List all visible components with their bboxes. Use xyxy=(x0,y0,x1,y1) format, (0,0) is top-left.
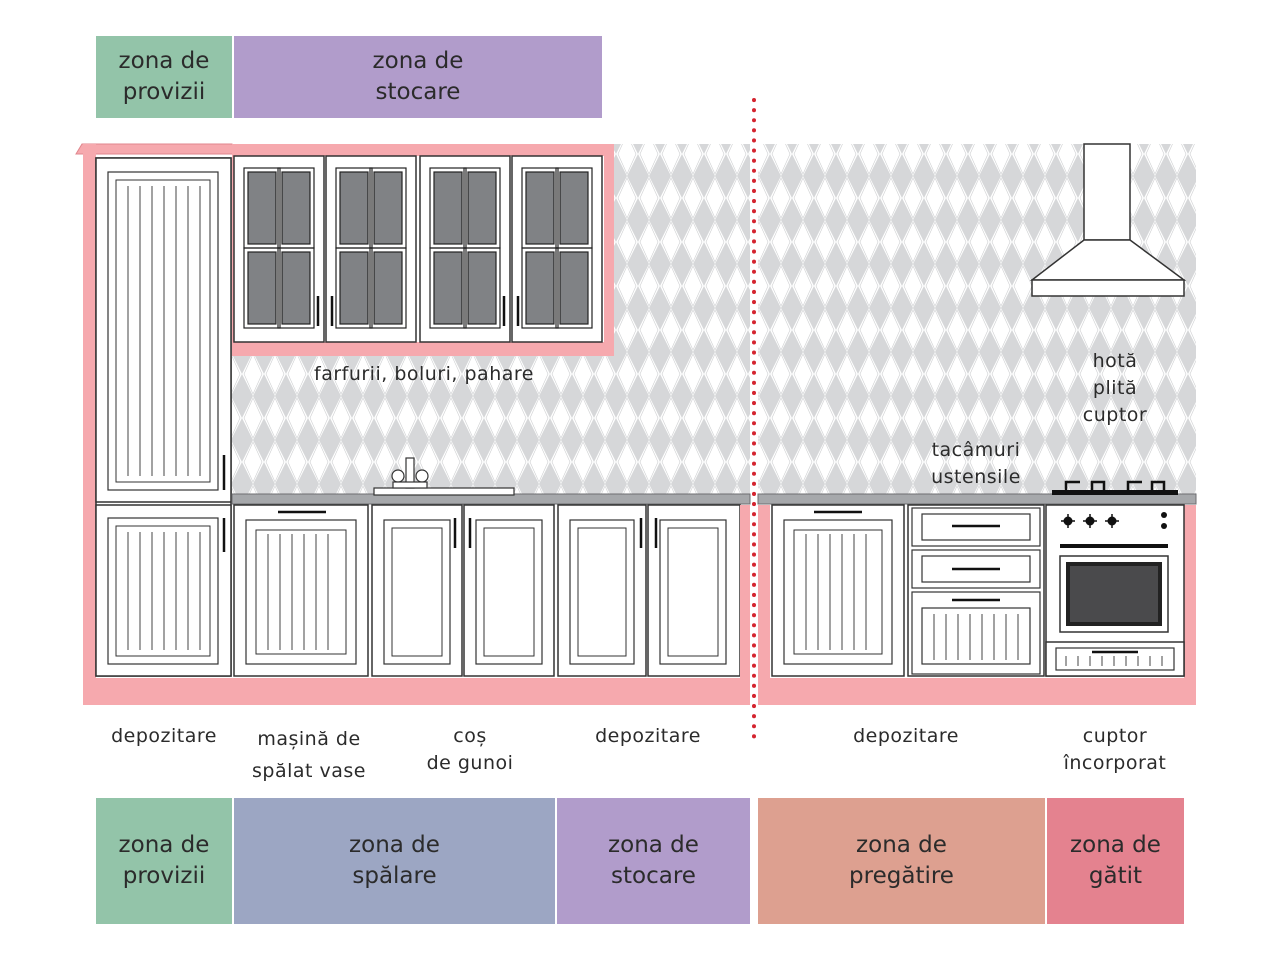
label-base-storage-3: depozitare xyxy=(853,725,959,747)
top-zone-stocare: zona de stocare xyxy=(234,36,602,118)
bottom-zone-pregatire: zona de pregătire xyxy=(758,798,1045,924)
label-trash: coș de gunoi xyxy=(426,725,514,774)
stove-burner-icon xyxy=(1052,480,1178,495)
bottom-zone-spalare: zona de spălare xyxy=(234,798,555,924)
bottom-zone-gatit: zona de gătit xyxy=(1047,798,1184,924)
bottom-zone-stocare: zona de stocare xyxy=(557,798,750,924)
range-hood-icon xyxy=(1029,143,1187,297)
upper-wall-cabinets xyxy=(232,144,614,356)
top-zone-provizii: zona de provizii xyxy=(96,36,232,118)
label-oven: cuptor încorporat xyxy=(1063,725,1167,774)
label-upper-cabinets: farfurii, boluri, pahare xyxy=(314,363,534,385)
base-cabinets-left xyxy=(83,457,751,705)
label-drawers: tacâmuri ustensile xyxy=(931,439,1021,488)
bottom-zone-provizii: zona de provizii xyxy=(96,798,232,924)
base-cabinets-right xyxy=(757,480,1197,705)
label-base-storage-1: depozitare xyxy=(111,725,217,747)
tall-pantry-cabinet xyxy=(75,143,244,678)
label-cooking-appliances: hotă plită cuptor xyxy=(1082,350,1148,426)
label-base-storage-2: depozitare xyxy=(595,725,701,747)
sink-faucet-icon xyxy=(373,457,515,496)
oven-icon xyxy=(1045,512,1185,677)
label-dishwasher: mașină de spălat vase xyxy=(252,728,366,782)
